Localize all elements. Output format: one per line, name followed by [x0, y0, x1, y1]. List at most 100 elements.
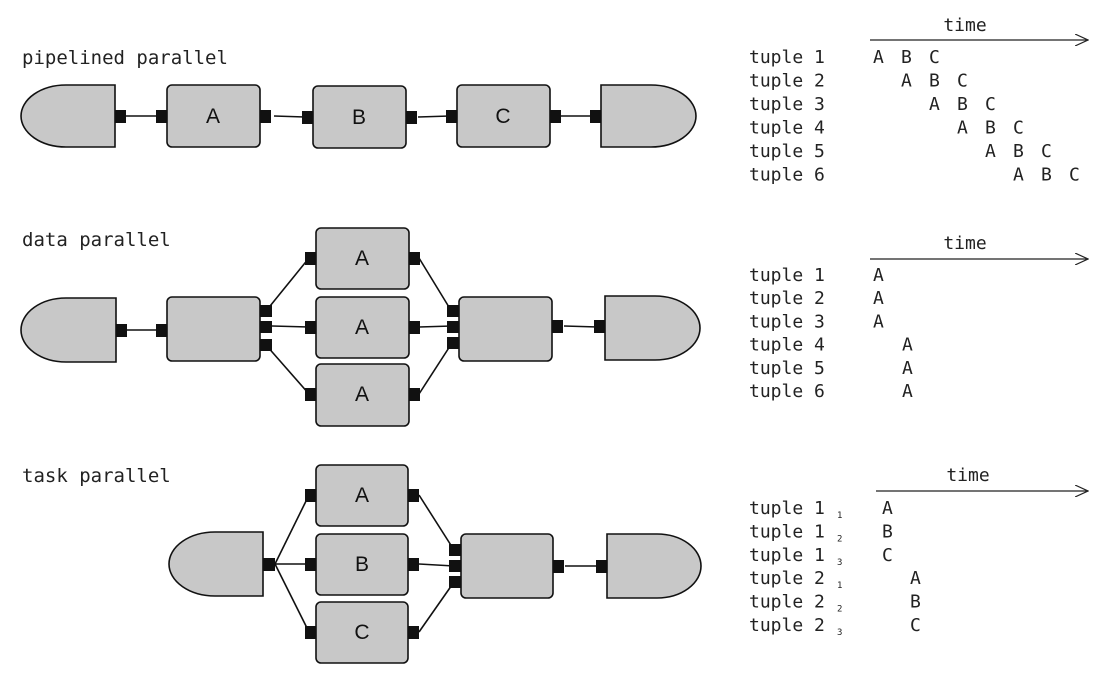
split-out-port-3	[260, 339, 272, 351]
tuple-row-label: tuple 4	[749, 118, 825, 139]
source-out-port	[115, 110, 126, 123]
tuple-row-subscript: 3	[837, 558, 842, 568]
replica-2-in-port	[305, 321, 316, 334]
merge-node	[460, 533, 554, 599]
tuple-operator-mark: B	[929, 71, 940, 92]
operator-a-out-port	[260, 110, 271, 123]
tuple-row-label: tuple 1	[749, 498, 825, 519]
pipelined-time-label: time	[943, 15, 986, 36]
tuple-row-label: tuple 2	[749, 615, 825, 636]
tuple-operator-mark: A	[1013, 165, 1024, 186]
split-node	[166, 296, 261, 362]
operator-a-in-port	[156, 110, 167, 123]
edge-a-merge	[418, 494, 455, 551]
edge-split-a3	[265, 344, 310, 395]
edge-b-merge	[418, 563, 455, 567]
merge-in-port-2	[447, 321, 459, 333]
sink-in-port	[596, 560, 607, 573]
replica-3-out-port	[409, 388, 420, 401]
tuple-operator-mark: C	[985, 94, 996, 115]
source-out-port	[263, 558, 275, 571]
source-node	[168, 531, 264, 597]
edge-a3-merge	[418, 342, 453, 395]
operator-c-label: C	[354, 621, 369, 644]
source-node	[20, 297, 117, 363]
tuple-row-label: tuple 2	[749, 71, 825, 92]
tuple-operator-mark: B	[910, 592, 921, 613]
tuple-operator-mark: B	[985, 118, 996, 139]
tuple-operator-mark: A	[873, 288, 884, 309]
replica-2-out-port	[409, 321, 420, 334]
operator-c-label: C	[495, 105, 510, 128]
sink-node	[604, 295, 701, 361]
edge-source-a	[274, 494, 310, 565]
sink-node	[600, 84, 697, 148]
split-out-port-2	[260, 321, 272, 333]
operator-b-label: B	[355, 553, 369, 576]
task-parallel-panel: task parallel A B	[22, 464, 1088, 664]
operator-c-in-port	[446, 110, 457, 123]
edge-split-a1	[265, 257, 310, 312]
tuple-row-label: tuple 2	[749, 288, 825, 309]
edge-a1-merge	[418, 257, 453, 313]
tuple-operator-mark: C	[957, 71, 968, 92]
tuple-operator-mark: B	[882, 521, 893, 542]
operator-a-out-port	[408, 489, 419, 502]
tuple-operator-mark: A	[873, 265, 884, 286]
replica-2-label: A	[355, 316, 369, 339]
split-in-port	[156, 324, 167, 337]
pipelined-title: pipelined parallel	[22, 47, 228, 69]
source-out-port	[116, 324, 127, 337]
edge-b-c	[417, 115, 451, 118]
data-parallel-time-label: time	[943, 233, 986, 254]
split-out-port-1	[260, 305, 272, 317]
sink-node	[606, 533, 702, 599]
data-parallel-flow-graph: A A A	[20, 227, 701, 427]
operator-b-label: B	[352, 106, 366, 129]
replica-3-in-port	[305, 388, 316, 401]
tuple-row-label: tuple 3	[749, 94, 825, 115]
tuple-operator-mark: A	[873, 311, 884, 332]
pipelined-panel: pipelined parallel A B C	[20, 15, 1088, 186]
merge-out-port	[552, 320, 563, 333]
edge-c-merge	[418, 581, 455, 633]
merge-in-port-3	[449, 576, 461, 588]
replica-1-out-port	[409, 252, 420, 265]
operator-b-in-port	[305, 558, 316, 571]
replica-3-label: A	[355, 383, 369, 406]
tuple-operator-mark: C	[910, 615, 921, 636]
tuple-operator-mark: A	[985, 141, 996, 162]
tuple-row-subscript: 1	[837, 511, 842, 521]
operator-c-in-port	[305, 626, 316, 639]
tuple-operator-mark: C	[882, 545, 893, 566]
tuple-row-subscript: 2	[837, 605, 842, 615]
task-parallel-flow-graph: A B C	[168, 464, 702, 664]
sink-in-port	[590, 110, 601, 123]
tuple-row-label: tuple 2	[749, 592, 825, 613]
tuple-operator-mark: B	[1041, 165, 1052, 186]
pipelined-flow-graph: A B C	[20, 84, 697, 149]
tuple-operator-mark: A	[882, 498, 893, 519]
tuple-row-label: tuple 1	[749, 521, 825, 542]
tuple-operator-mark: C	[1013, 118, 1024, 139]
tuple-row-subscript: 2	[837, 534, 842, 544]
tuple-operator-mark: A	[902, 335, 913, 356]
tuple-row-label: tuple 1	[749, 265, 825, 286]
task-parallel-title: task parallel	[22, 465, 171, 487]
operator-b-out-port	[406, 111, 417, 124]
tuple-operator-mark: A	[873, 47, 884, 68]
edge-merge-sink	[563, 325, 599, 328]
edge-a2-merge	[418, 325, 453, 328]
tuple-row-label: tuple 5	[749, 141, 825, 162]
tuple-row-subscript: 1	[837, 581, 842, 591]
tuple-row-label: tuple 3	[749, 311, 825, 332]
operator-b-in-port	[302, 111, 313, 124]
replica-1-in-port	[305, 252, 316, 265]
tuple-row-label: tuple 1	[749, 47, 825, 68]
operator-b-out-port	[408, 558, 419, 571]
